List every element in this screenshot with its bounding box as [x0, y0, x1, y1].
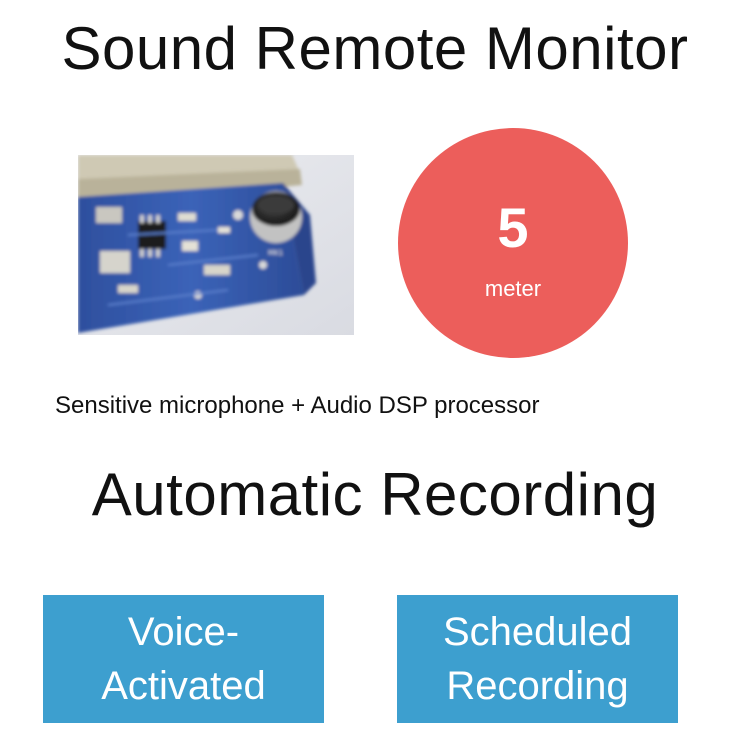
page-title: Sound Remote Monitor: [61, 15, 689, 82]
range-unit: meter: [484, 276, 542, 301]
voice-activated-button[interactable]: Voice- Activated: [43, 595, 324, 723]
range-badge: 5 meter: [398, 128, 628, 358]
voice-activated-label-line1: Voice-: [127, 610, 240, 654]
scheduled-recording-label-line2: Recording: [446, 664, 629, 708]
section-heading: Automatic Recording: [91, 461, 659, 528]
voice-activated-label-line2: Activated: [101, 664, 266, 708]
range-value: 5: [497, 196, 529, 259]
scheduled-recording-button[interactable]: Scheduled Recording: [397, 595, 678, 723]
feature-caption: Sensitive microphone + Audio DSP process…: [55, 392, 540, 419]
microphone-module-photo: MK1: [78, 155, 354, 335]
scheduled-recording-label-line1: Scheduled: [442, 610, 633, 654]
svg-text:MK1: MK1: [268, 249, 283, 257]
